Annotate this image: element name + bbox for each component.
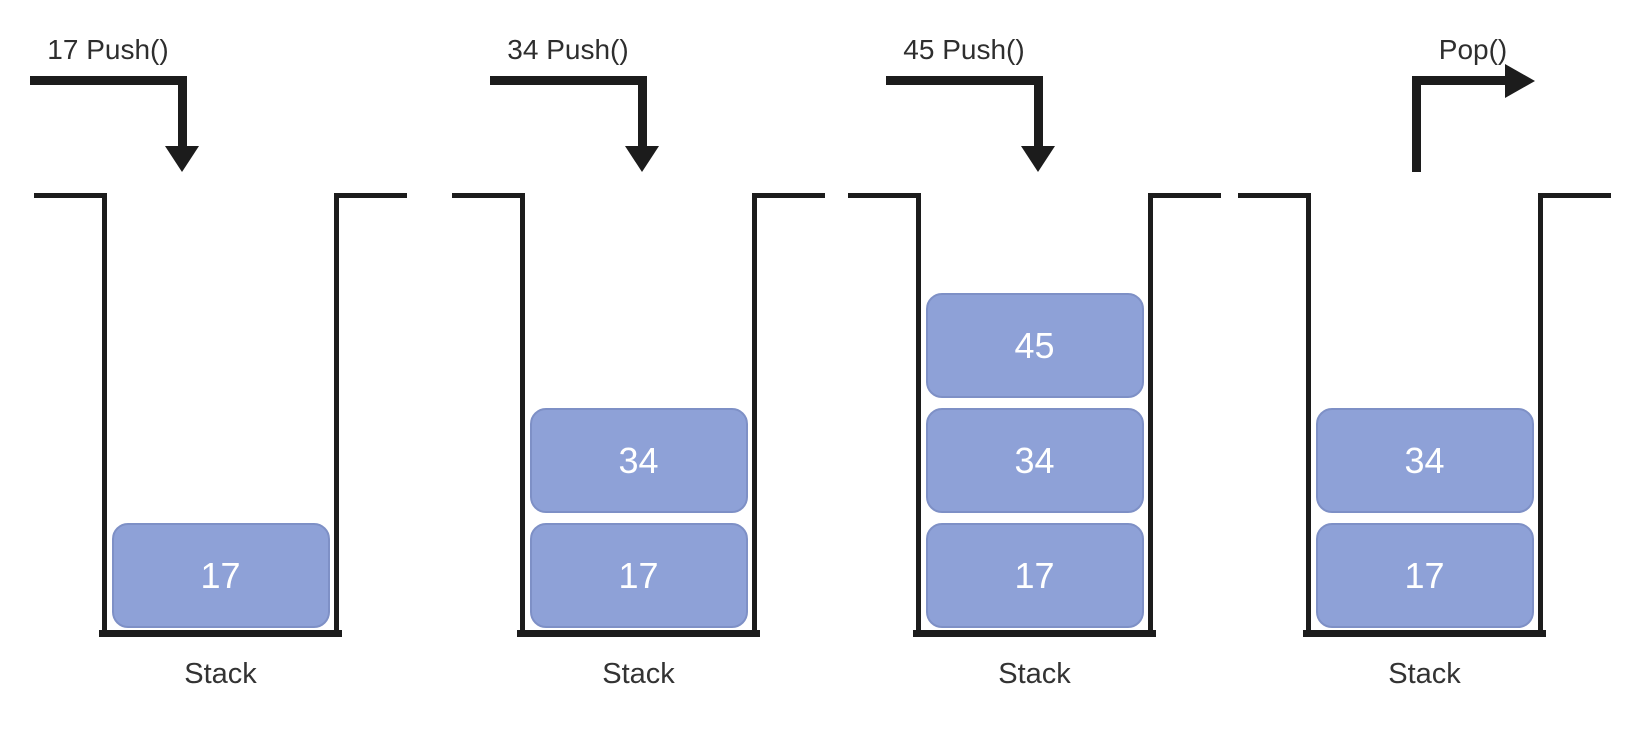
container-wall-right xyxy=(1538,193,1543,637)
stack-item: 17 xyxy=(925,523,1144,628)
stack-item: 34 xyxy=(1315,408,1534,513)
container-wall-left xyxy=(1306,193,1311,637)
container-wall-right xyxy=(334,193,339,637)
container-wall-left xyxy=(520,193,525,637)
stack-container: 34 17 xyxy=(452,193,825,637)
arrow-down-icon xyxy=(165,146,199,172)
operation-label: Pop() xyxy=(1438,34,1508,65)
container-rim-right xyxy=(339,193,407,198)
arrow-right-icon xyxy=(1505,64,1535,98)
container-rim-right xyxy=(1153,193,1221,198)
stack-caption: Stack xyxy=(184,658,257,690)
push-arrow-bar xyxy=(30,76,187,85)
stack-item: 17 xyxy=(111,523,330,628)
stack-item: 17 xyxy=(529,523,748,628)
container-rim-right xyxy=(757,193,825,198)
push-arrow-stem xyxy=(638,76,647,148)
stack-container: 34 17 xyxy=(1238,193,1611,637)
push-arrow-bar xyxy=(886,76,1043,85)
operation-label: 17 Push() xyxy=(47,34,169,65)
container-base xyxy=(517,630,760,637)
stack-caption: Stack xyxy=(1388,658,1461,690)
container-rim-left xyxy=(848,193,916,198)
container-wall-right xyxy=(1148,193,1153,637)
stack-container: 17 xyxy=(34,193,407,637)
container-base xyxy=(1303,630,1546,637)
stack-item: 17 xyxy=(1315,523,1534,628)
push-arrow-bar xyxy=(490,76,647,85)
stack-item: 34 xyxy=(925,408,1144,513)
pop-arrow-bar xyxy=(1412,76,1507,85)
stack-container: 45 34 17 xyxy=(848,193,1221,637)
arrow-down-icon xyxy=(1021,146,1055,172)
arrow-down-icon xyxy=(625,146,659,172)
container-base xyxy=(99,630,342,637)
stack-caption: Stack xyxy=(602,658,675,690)
stack-caption: Stack xyxy=(998,658,1071,690)
container-wall-right xyxy=(752,193,757,637)
stack-item: 45 xyxy=(925,293,1144,398)
container-rim-left xyxy=(34,193,102,198)
container-rim-right xyxy=(1543,193,1611,198)
stack-item: 34 xyxy=(529,408,748,513)
operation-label: 45 Push() xyxy=(903,34,1025,65)
push-arrow-stem xyxy=(178,76,187,148)
push-arrow-stem xyxy=(1034,76,1043,148)
container-base xyxy=(913,630,1156,637)
container-rim-left xyxy=(1238,193,1306,198)
container-wall-left xyxy=(102,193,107,637)
container-rim-left xyxy=(452,193,520,198)
container-wall-left xyxy=(916,193,921,637)
operation-label: 34 Push() xyxy=(507,34,629,65)
pop-arrow-stem xyxy=(1412,76,1421,172)
